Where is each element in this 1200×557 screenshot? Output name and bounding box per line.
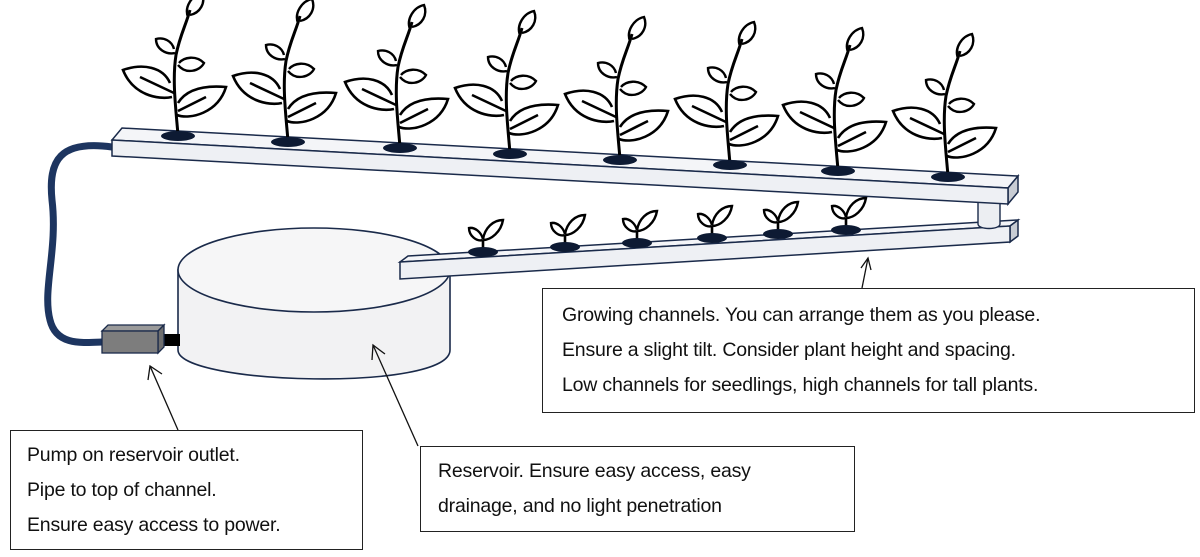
- callout-line: Ensure easy access to power.: [27, 514, 281, 536]
- net-pot: [931, 172, 965, 182]
- net-pot: [622, 238, 652, 248]
- net-pot: [713, 160, 747, 170]
- net-pot: [763, 229, 793, 239]
- net-pot: [493, 149, 527, 159]
- callout-reservoir: Reservoir. Ensure easy access, easy drai…: [420, 446, 855, 532]
- callout-line: Pipe to top of channel.: [27, 479, 217, 501]
- callout-pump: Pump on reservoir outlet. Pipe to top of…: [10, 430, 363, 550]
- tall-plant: [343, 3, 450, 149]
- callout-growing-channels: Growing channels. You can arrange them a…: [542, 288, 1195, 413]
- callout-line: Pump on reservoir outlet.: [27, 444, 240, 466]
- net-pot: [271, 137, 305, 147]
- channel-support: [977, 195, 1001, 230]
- tall-plant: [121, 0, 228, 137]
- net-pot: [603, 155, 637, 165]
- arrow-channels: [860, 256, 872, 289]
- tall-plant: [563, 15, 670, 161]
- pipe: [44, 142, 116, 347]
- upper-channel: [110, 127, 1020, 207]
- arrow-pump: [147, 364, 179, 431]
- callout-line: Growing channels. You can arrange them a…: [562, 304, 1041, 326]
- arrow-reservoir: [371, 343, 419, 447]
- net-pot: [468, 247, 498, 257]
- tall-plant: [673, 20, 780, 166]
- net-pot: [831, 225, 861, 235]
- tall-plant: [453, 9, 560, 155]
- callout-line: drainage, and no light penetration: [438, 495, 722, 517]
- net-pot: [383, 143, 417, 153]
- tall-plant: [781, 26, 888, 172]
- tall-plants: [121, 0, 998, 182]
- net-pot: [161, 131, 195, 141]
- seedlings: [467, 196, 868, 257]
- net-pot: [821, 166, 855, 176]
- callout-line: Reservoir. Ensure easy access, easy: [438, 460, 751, 482]
- net-pot: [697, 233, 727, 243]
- tall-plant: [231, 0, 338, 143]
- net-pot: [550, 242, 580, 252]
- callout-line: Low channels for seedlings, high channel…: [562, 374, 1039, 396]
- callout-line: Ensure a slight tilt. Consider plant hei…: [562, 339, 1016, 361]
- tall-plant: [891, 32, 998, 178]
- pump: [100, 323, 180, 355]
- reservoir: [177, 227, 451, 380]
